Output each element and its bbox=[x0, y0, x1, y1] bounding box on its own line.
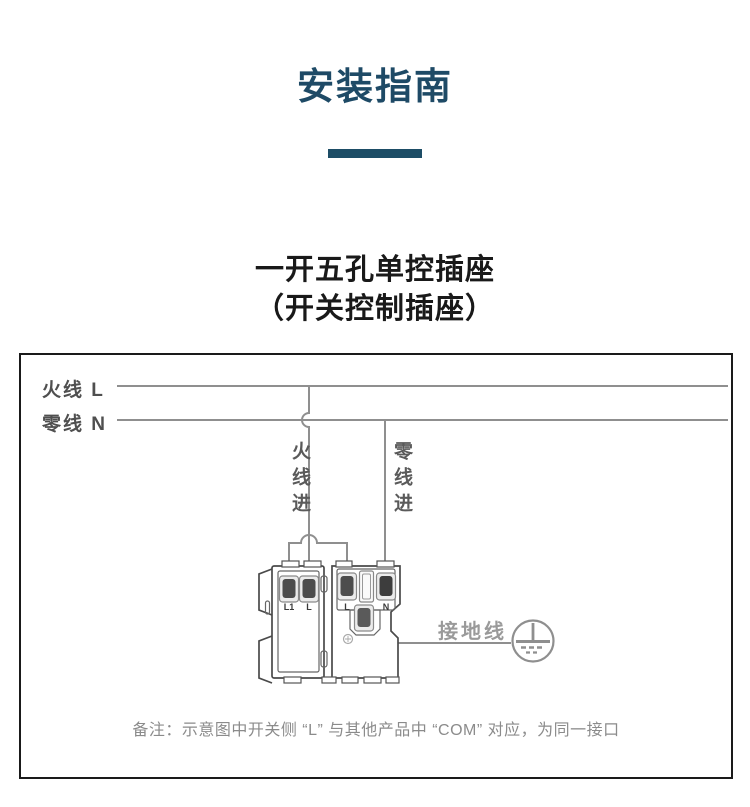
terminal-socket-L bbox=[336, 572, 358, 601]
bottom-tab bbox=[341, 676, 359, 684]
socket-ground-pedestal bbox=[349, 609, 381, 636]
top-tab bbox=[303, 560, 322, 568]
diagram-note: 备注：示意图中开关侧 “L” 与其他产品中 “COM” 对应，为同一接口 bbox=[132, 721, 620, 739]
bottom-tab bbox=[321, 676, 337, 684]
live-in-label: 火线进 bbox=[289, 440, 310, 519]
product-subtitle: 一开五孔单控插座 （开关控制插座） bbox=[0, 251, 750, 329]
wiring-diagram-box: 火线 L 零线 N 火线进 零线进 接地线 L1 L L N 备注：示意图中开关… bbox=[19, 352, 733, 779]
ground-screw-icon bbox=[342, 633, 354, 644]
wires bbox=[117, 384, 728, 644]
slot-inner bbox=[362, 573, 371, 600]
page-title: 安装指南 bbox=[297, 66, 453, 107]
top-tab bbox=[335, 560, 353, 568]
terminal-label-socket-L: L bbox=[344, 601, 350, 612]
switch-inner-panel bbox=[277, 570, 320, 673]
earth-symbol-icon bbox=[511, 619, 555, 663]
bottom-tab bbox=[363, 676, 382, 684]
subtitle-line-1: 一开五孔单控插座 bbox=[254, 253, 495, 286]
wire-switch-jumper bbox=[288, 533, 348, 587]
wire-live-drop bbox=[301, 385, 310, 587]
neutral-in-label: 零线进 bbox=[391, 440, 412, 519]
divider-slot-bottom bbox=[320, 650, 328, 668]
neutral-bus-label: 零线 N bbox=[42, 413, 108, 435]
device-rear-view bbox=[258, 560, 401, 684]
terminal-ground bbox=[353, 604, 375, 632]
top-tab bbox=[376, 560, 395, 568]
slot-outer bbox=[358, 570, 375, 603]
divider-slot-top bbox=[320, 575, 328, 593]
wiring-diagram-svg bbox=[117, 384, 728, 684]
terminal-switch-L bbox=[298, 575, 320, 603]
subtitle-line-2: （开关控制插座） bbox=[254, 292, 495, 325]
terminals bbox=[278, 572, 397, 632]
terminal-label-switch-L: L bbox=[306, 601, 312, 612]
mounting-ear-bottom bbox=[258, 635, 273, 684]
terminal-label-L1: L1 bbox=[283, 601, 295, 612]
bottom-tab bbox=[385, 676, 400, 684]
top-tab bbox=[281, 560, 300, 568]
socket-center-slot bbox=[358, 570, 375, 603]
device-detail-tabs bbox=[281, 560, 400, 684]
live-bus-label: 火线 L bbox=[42, 379, 105, 401]
terminal-N bbox=[375, 572, 397, 601]
ear-slot bbox=[264, 600, 271, 615]
terminal-label-N: N bbox=[382, 601, 390, 612]
title-accent-bar bbox=[328, 148, 422, 158]
terminal-L1 bbox=[278, 575, 300, 603]
ground-wire-label: 接地线 bbox=[438, 620, 507, 643]
bottom-tab bbox=[283, 676, 302, 684]
